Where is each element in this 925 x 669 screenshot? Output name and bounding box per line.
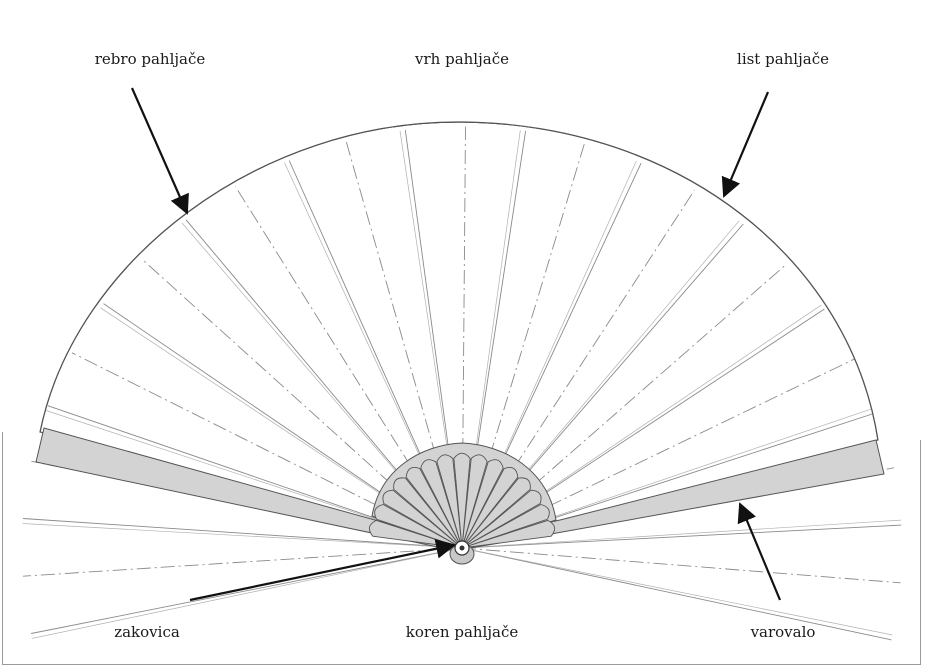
fan-rib xyxy=(23,518,463,549)
label-top: vrh pahljače xyxy=(415,50,509,68)
root-scallop xyxy=(374,504,463,549)
label-rib: rebro pahljače xyxy=(94,50,206,68)
root-scallop xyxy=(461,466,519,549)
arrow-guard xyxy=(737,502,782,601)
fan-rib xyxy=(31,547,463,634)
fan-rib xyxy=(461,189,695,549)
fan-rib xyxy=(22,547,463,577)
label-leaf: list pahljače xyxy=(737,50,829,68)
root-scallop xyxy=(461,504,550,549)
root-scallop xyxy=(461,454,488,549)
fan-rib xyxy=(235,186,463,549)
root-scallop xyxy=(453,452,471,549)
root-scallop xyxy=(436,454,463,549)
root-scallop xyxy=(461,519,556,549)
fan-rib-edge xyxy=(461,519,902,549)
arrow-rib xyxy=(130,87,189,215)
fan-rib xyxy=(461,547,901,584)
root-scallop xyxy=(382,489,463,549)
leaf-mask xyxy=(0,0,925,440)
fan-rib-edge xyxy=(22,523,463,549)
fan-rib xyxy=(461,143,585,549)
root-scallop xyxy=(420,459,463,549)
fan-rib xyxy=(461,524,902,549)
root-scallop xyxy=(405,466,463,549)
root-scallop xyxy=(461,489,542,549)
fan-leaf-edge-top xyxy=(39,121,879,441)
root-scallop xyxy=(461,477,531,549)
fan-rib xyxy=(461,547,892,641)
label-root: koren pahljače xyxy=(405,623,519,641)
arrow-leaf xyxy=(721,91,770,198)
fan-rib xyxy=(461,126,466,549)
rivet-center xyxy=(459,545,465,551)
label-rivet: zakovica xyxy=(114,623,180,641)
root-scallop xyxy=(393,477,463,549)
fan-root-scallops xyxy=(368,442,557,549)
fan-rib xyxy=(345,141,463,549)
arrow-rivet xyxy=(189,538,456,602)
label-guard: varovalo xyxy=(750,623,816,641)
fan-rib-edge xyxy=(32,547,463,639)
fan-rib-edge xyxy=(461,547,893,636)
root-scallop xyxy=(461,459,504,549)
